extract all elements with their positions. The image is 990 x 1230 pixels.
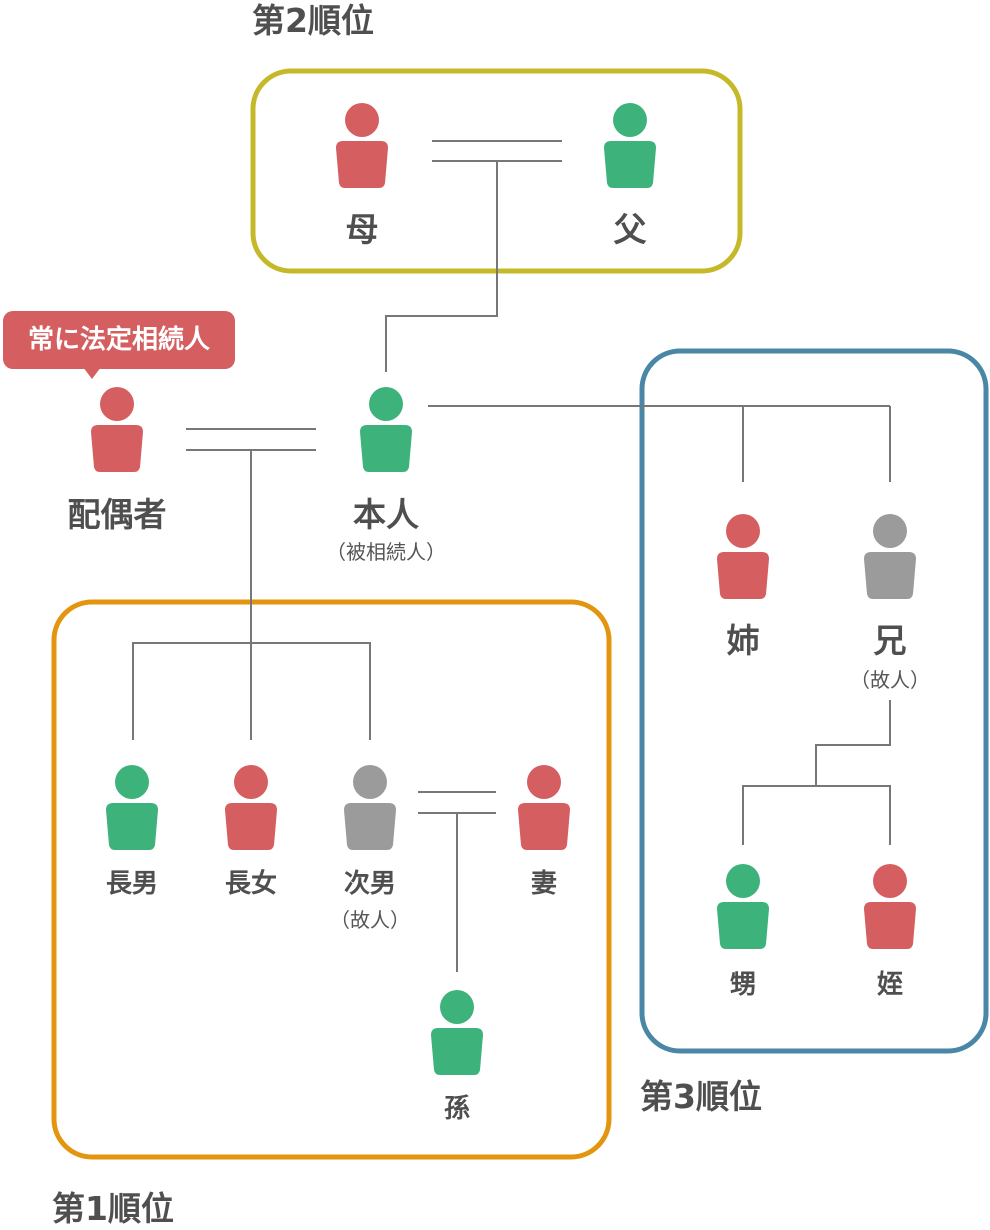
person-deceased-icon: [864, 514, 916, 599]
person-male-icon: [360, 387, 412, 472]
person-female-icon: [518, 765, 570, 850]
person-female-icon: [864, 864, 916, 949]
person-female-icon: [91, 387, 143, 472]
group-title-third: 第3順位: [640, 1077, 762, 1116]
label-nephew: 甥: [729, 970, 757, 1000]
label-self: 本人: [353, 495, 419, 534]
label-spouse: 配偶者: [67, 495, 167, 534]
group-title-second: 第2順位: [252, 1, 374, 40]
person-male-icon: [604, 103, 656, 188]
note-self: （被相続人）: [326, 540, 446, 564]
person-female-icon: [225, 765, 277, 850]
label-elder-brother: 兄: [873, 621, 907, 660]
label-mother: 母: [345, 210, 379, 249]
label-wife: 妻: [530, 869, 558, 899]
group-box-first: [51, 599, 612, 1160]
label-second-son: 次男: [343, 869, 397, 899]
label-father: 父: [613, 210, 647, 249]
person-male-icon: [106, 765, 158, 850]
legal-heir-callout: 常に法定相続人: [3, 311, 235, 379]
label-niece: 姪: [876, 970, 904, 1000]
note-second-son: （故人）: [330, 908, 410, 932]
people-layer: [91, 103, 916, 1075]
group-box-third: [639, 348, 989, 1054]
note-elder-brother: （故人）: [850, 668, 930, 692]
person-female-icon: [717, 514, 769, 599]
person-deceased-icon: [344, 765, 396, 850]
person-male-icon: [717, 864, 769, 949]
label-grandchild: 孫: [443, 1094, 471, 1124]
person-male-icon: [431, 990, 483, 1075]
person-female-icon: [336, 103, 388, 188]
label-elder-sister: 姉: [726, 621, 760, 660]
label-eldest-daughter: 長女: [224, 869, 278, 899]
label-eldest-son: 長男: [105, 869, 159, 899]
group-title-first: 第1順位: [52, 1189, 174, 1228]
connector-lines: [132, 140, 891, 972]
